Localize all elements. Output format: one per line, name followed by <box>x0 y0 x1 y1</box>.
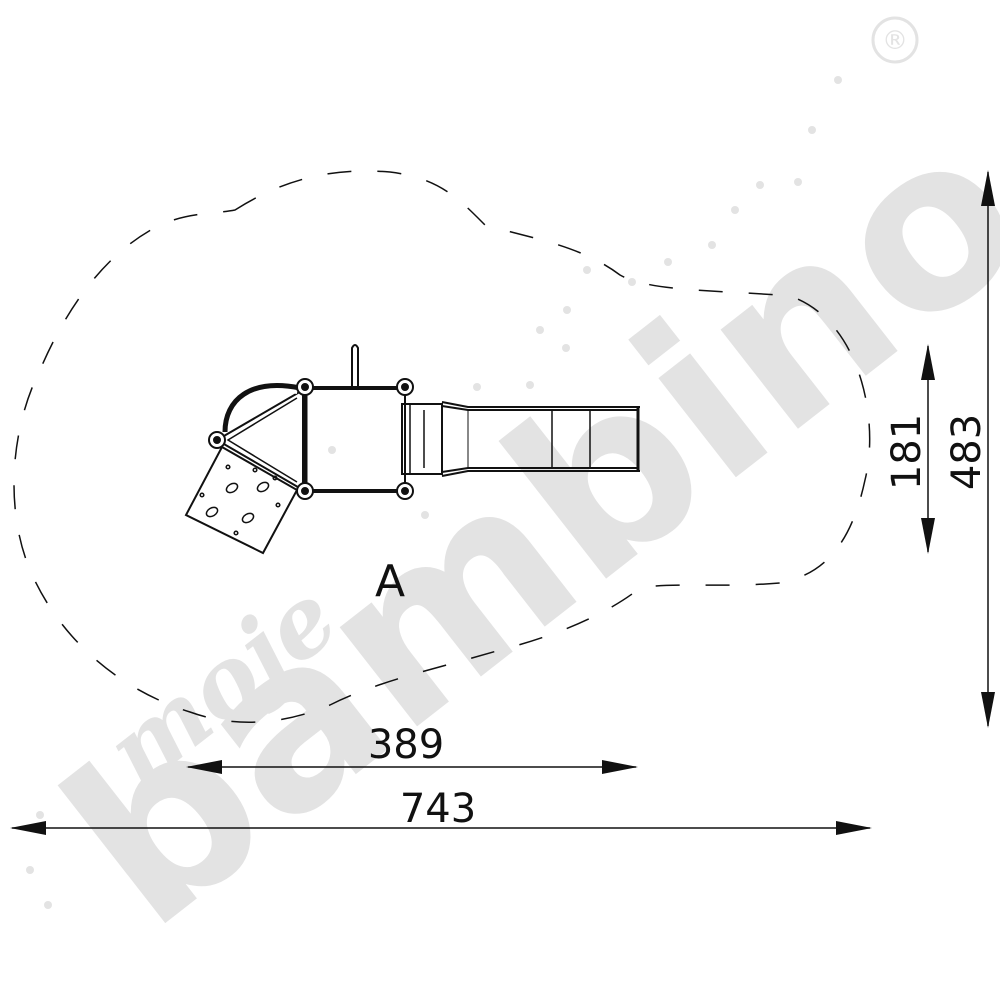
watermark-brand-text: bambino <box>19 75 1000 978</box>
arrowhead-down-icon <box>921 518 935 554</box>
slide <box>401 401 640 477</box>
flag-pole <box>351 344 359 388</box>
arrowhead-left-icon <box>10 821 46 835</box>
dimension-lines <box>10 170 995 835</box>
dim-label-total-width: 743 <box>400 786 476 832</box>
posts <box>208 378 414 500</box>
zone-label: A <box>375 556 405 607</box>
dim-label-total-depth: 483 <box>944 414 990 490</box>
climbing-wall <box>184 445 299 555</box>
climbing-holds <box>199 464 281 536</box>
triangle-platform <box>215 388 304 492</box>
arrowhead-down-icon <box>981 692 995 728</box>
arrowhead-up-icon <box>921 344 935 380</box>
dim-label-structure-width: 389 <box>368 722 444 768</box>
play-equipment <box>184 344 640 555</box>
arrowhead-left-icon <box>186 760 222 774</box>
watermark-dots <box>26 76 842 909</box>
arrowhead-up-icon <box>981 170 995 206</box>
main-platform <box>304 387 406 492</box>
arrowhead-right-icon <box>602 760 638 774</box>
dim-label-structure-depth: 181 <box>884 414 930 490</box>
curved-handrail <box>222 383 301 433</box>
arrowhead-right-icon <box>836 821 872 835</box>
registered-mark-icon <box>871 16 919 64</box>
registered-mark: ® <box>882 26 908 56</box>
brand-watermark: ® bambino moje <box>19 16 1000 978</box>
